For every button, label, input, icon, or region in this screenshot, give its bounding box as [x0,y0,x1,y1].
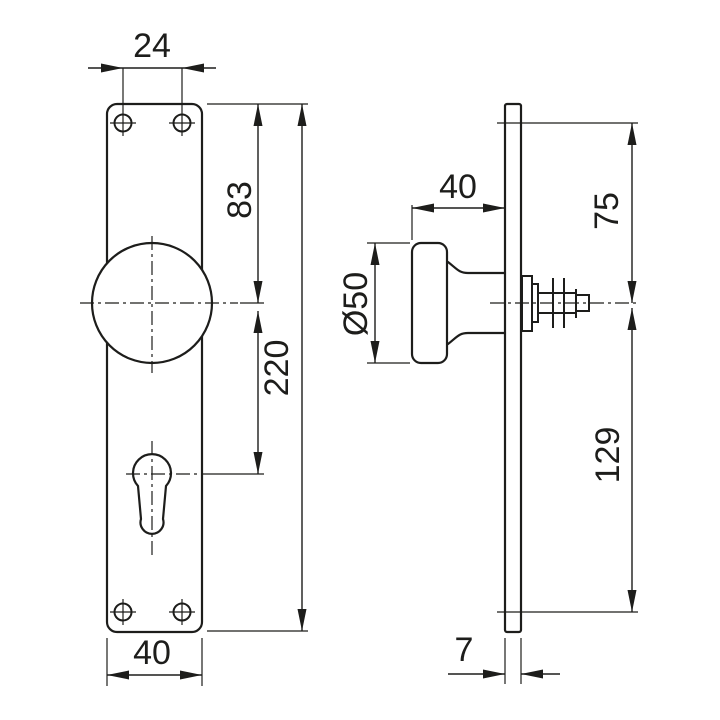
arrowhead [101,63,123,73]
screw-hole-bottom-left [110,599,136,625]
arrowhead [627,281,637,303]
arrowhead [182,63,204,73]
screw-hole-top-left [110,110,136,136]
dim-label-knob-projection: 40 [439,168,477,206]
dim-label-top-to-knob: 83 [221,181,259,219]
dim-label-total-height: 220 [258,340,296,397]
arrowhead [627,123,637,145]
arrowhead [297,609,307,631]
dimension-knob-projection-40: 40 [411,168,505,240]
dimension-axis-to-bottom-hole-129: 129 [589,308,637,612]
arrowhead [253,452,263,474]
side-view [410,102,640,634]
arrowhead [253,281,263,303]
arrowhead [483,203,505,213]
dim-label-axis-to-bottom-hole: 129 [589,427,627,484]
dimension-total-height-220: 220 [258,104,307,631]
dim-label-plate-thickness: 7 [455,631,474,669]
front-view [80,102,264,634]
knob-neck-top [446,260,507,275]
keyhole-centerlines [126,441,264,557]
knob-neck-bottom [446,331,507,346]
dimension-top-to-knob-83: 83 [221,104,263,303]
dim-label-hole-spacing: 24 [133,27,171,65]
arrowhead [370,243,380,265]
arrowhead [180,670,202,680]
dimension-knob-diameter-50: Ø50 [337,242,410,364]
arrowhead [107,670,129,680]
arrowhead [297,104,307,126]
arrowhead [253,104,263,126]
arrowhead [627,308,637,330]
dimension-axis-to-top-hole-75: 75 [588,123,637,303]
arrowhead [370,341,380,363]
arrowhead [412,203,434,213]
dimension-hole-spacing-24: 24 [88,27,216,110]
arrowhead [627,590,637,612]
dim-label-axis-to-top-hole: 75 [588,192,626,230]
backplate-side [503,102,523,634]
knob-centerlines [80,236,264,373]
dimension-plate-thickness-7: 7 [448,631,560,684]
arrowhead [483,669,505,679]
arrowhead [253,311,263,333]
arrowhead [521,669,543,679]
dimension-plate-width-40: 40 [106,634,203,686]
dim-label-knob-diameter: Ø50 [337,272,375,336]
dimension-knob-to-keyhole [253,311,263,474]
knob-head-side [410,241,449,365]
screw-hole-bottom-right [169,599,195,625]
dim-label-plate-width: 40 [133,634,171,672]
backplate-front [105,102,204,634]
screw-hole-top-right [169,110,195,136]
